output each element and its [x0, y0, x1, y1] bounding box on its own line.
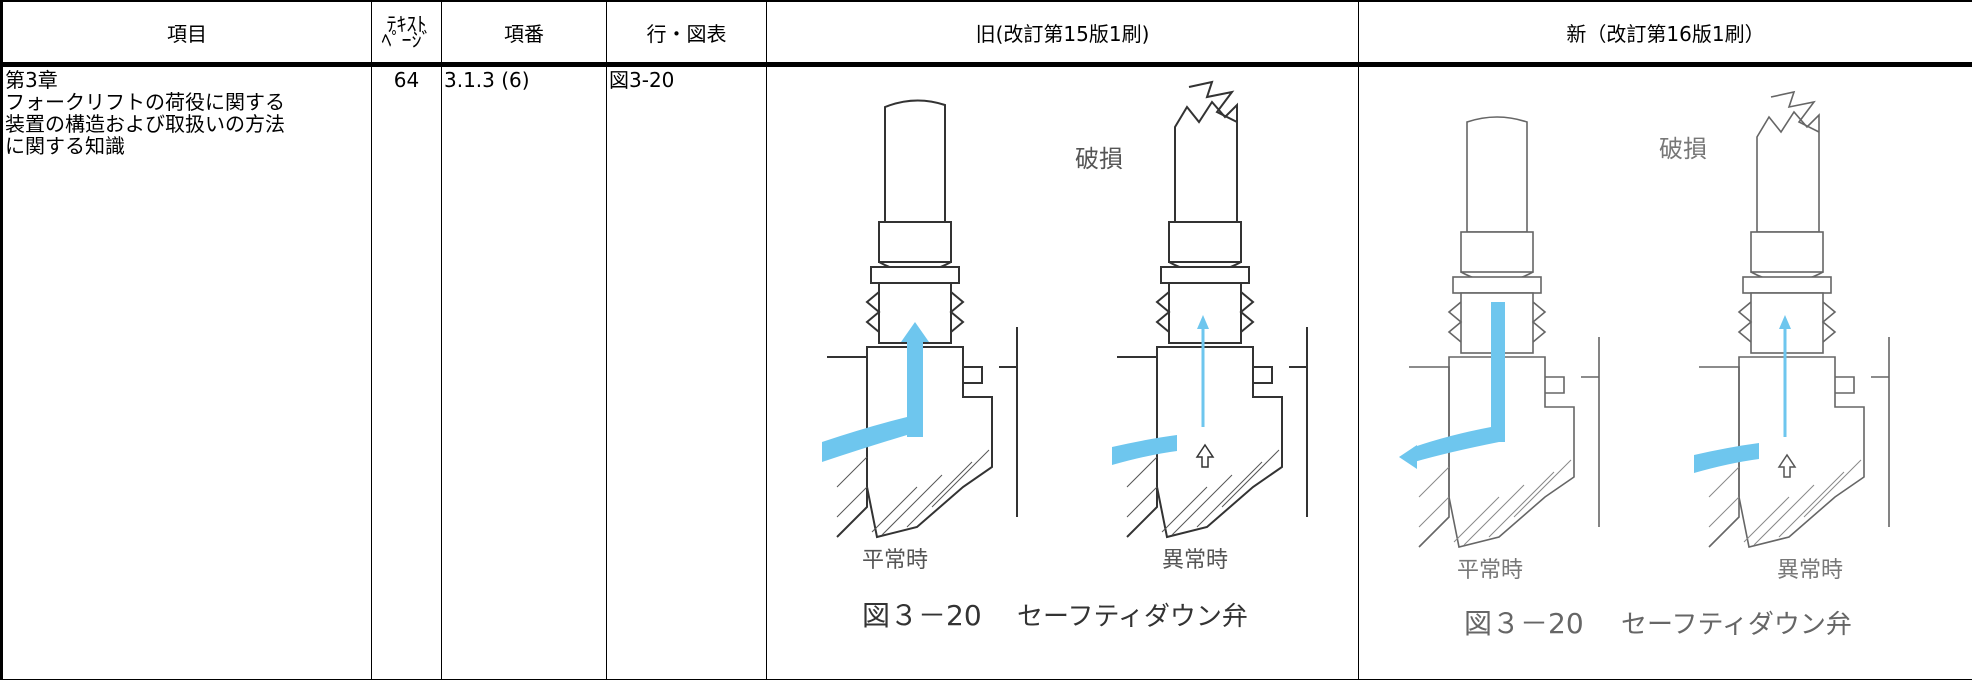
- abnormal-label: 異常時: [1162, 548, 1228, 573]
- header-row-figure: 行・図表: [607, 1, 767, 65]
- header-row: 項目 ﾃｷｽﾄ ﾍﾟｰｼﾞ 項番 行・図表 旧(改訂第15版1刷) 新（改訂第1…: [2, 1, 1972, 65]
- old-figure-cell: 破損 平常時 異常時 図３－20 セーフティダウン弁: [767, 65, 1359, 680]
- old-valve-illustration: 破損 平常時 異常時 図３－20 セーフティダウン弁: [767, 67, 1359, 682]
- normal-label: 平常時: [1457, 558, 1523, 583]
- header-text-page: ﾃｷｽﾄ ﾍﾟｰｼﾞ: [372, 1, 442, 65]
- figure-reference: 図3-20: [607, 67, 766, 93]
- table-row: 第3章 フォークリフトの荷役に関する 装置の構造および取扱いの方法 に関する知識…: [2, 65, 1972, 680]
- header-new-edition: 新（改訂第16版1刷）: [1359, 1, 1972, 65]
- page-number: 64: [372, 67, 441, 93]
- new-figure-cell: 破損 平常時 異常時 図３－20 セーフティダウン弁: [1359, 65, 1972, 680]
- normal-label: 平常時: [862, 548, 928, 573]
- header-section-no: 項番: [442, 1, 607, 65]
- damage-label: 破損: [1659, 135, 1707, 163]
- item-text: 第3章 フォークリフトの荷役に関する 装置の構造および取扱いの方法 に関する知識: [3, 67, 371, 159]
- header-item: 項目: [2, 1, 372, 65]
- item-cell: 第3章 フォークリフトの荷役に関する 装置の構造および取扱いの方法 に関する知識: [2, 65, 372, 680]
- new-valve-illustration: 破損 平常時 異常時 図３－20 セーフティダウン弁: [1359, 67, 1972, 682]
- section-number: 3.1.3 (6): [442, 67, 606, 93]
- abnormal-label: 異常時: [1777, 558, 1843, 583]
- header-old-edition: 旧(改訂第15版1刷): [767, 1, 1359, 65]
- page-cell: 64: [372, 65, 442, 680]
- caption-number: 図３－20: [862, 599, 982, 632]
- section-cell: 3.1.3 (6): [442, 65, 607, 680]
- flow-column-normal: [1491, 302, 1505, 442]
- damage-label: 破損: [1075, 145, 1123, 173]
- flow-arrow-left-icon: [1399, 445, 1417, 469]
- flow-column-normal: [907, 337, 923, 437]
- caption-title: セーフティダウン弁: [1621, 610, 1852, 640]
- caption-number: 図３－20: [1464, 607, 1584, 640]
- figure-ref-cell: 図3-20: [607, 65, 767, 680]
- valve-normal-drawing: [827, 100, 1017, 537]
- caption-title: セーフティダウン弁: [1017, 602, 1248, 632]
